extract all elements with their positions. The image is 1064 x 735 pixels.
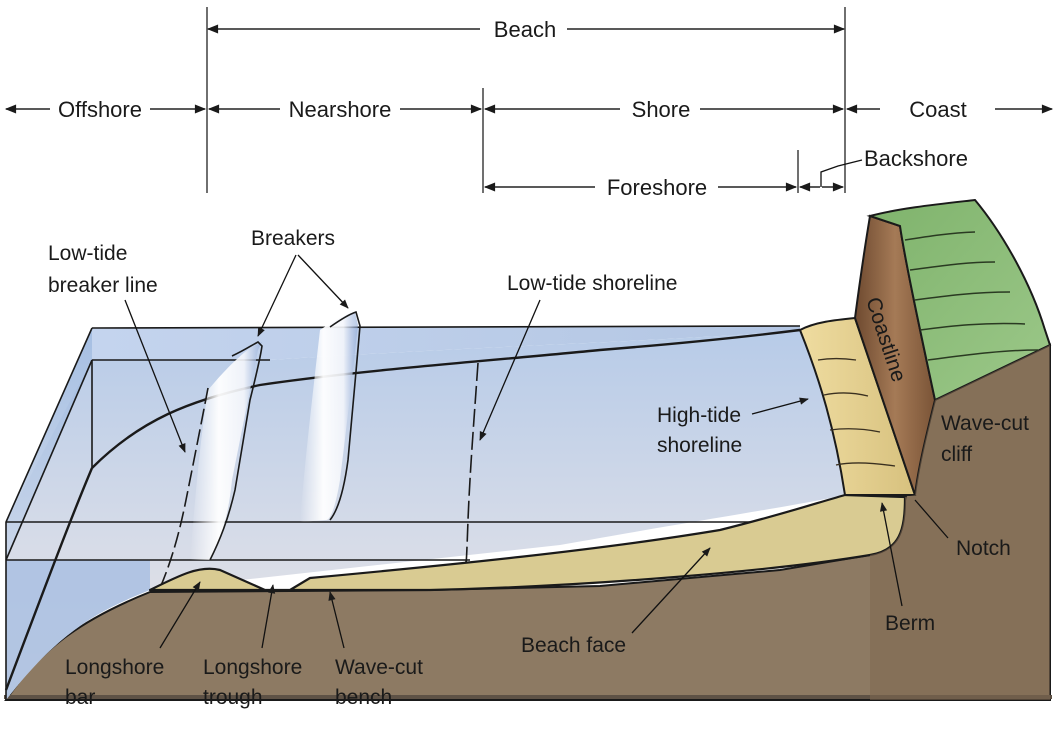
water-side-face	[6, 328, 92, 560]
water-box-left-diagonal	[5, 359, 93, 561]
label-low-tide-shoreline: Low-tide shoreline	[507, 272, 677, 295]
breaker-foam-2	[300, 312, 358, 522]
leader-wave-cut-bench	[328, 591, 345, 649]
block-diagram	[4, 198, 1052, 701]
backshore-leader	[820, 159, 863, 187]
low-tide-front-line	[4, 467, 94, 691]
grass-texture	[904, 231, 1039, 361]
label-longshore-bar: Longshore bar	[65, 656, 170, 709]
leader-low-tide-breaker-line	[124, 299, 186, 453]
label-notch: Notch	[956, 537, 1011, 560]
feature-leaders	[124, 254, 949, 649]
leader-longshore-bar	[159, 581, 201, 649]
low-tide-shoreline-dashed	[465, 362, 479, 564]
sand-layer	[148, 493, 907, 592]
low-tide-surface-line	[91, 328, 801, 469]
leader-beach-face	[631, 547, 711, 634]
label-beach-face: Beach face	[521, 634, 626, 657]
bedrock-bottom-edge	[4, 695, 1052, 699]
leader-longshore-trough	[261, 584, 276, 649]
beach-sand-wall	[798, 316, 917, 496]
zone-label-offshore: Offshore	[58, 97, 142, 122]
zone-dimension-lines	[4, 7, 1054, 193]
zone-label-coast: Coast	[909, 97, 966, 122]
label-wave-cut-bench: Wave-cut bench	[335, 656, 429, 709]
leader-low-tide-shoreline	[479, 299, 541, 441]
breaker-foam-1	[190, 342, 262, 560]
zone-label-backshore: Backshore	[864, 146, 968, 171]
water-top-surface	[92, 326, 800, 360]
label-breakers: Breakers	[251, 227, 335, 250]
breaker-crest-1	[209, 341, 263, 561]
low-tide-breaker-dashed-line	[159, 387, 209, 589]
leader-notch	[914, 499, 949, 539]
zone-label-beach: Beach	[494, 17, 556, 42]
leader-berm	[879, 502, 903, 607]
label-low-tide-breaker-line: Low-tide breaker line	[48, 242, 158, 297]
sand-wall-texture	[817, 357, 896, 467]
label-berm: Berm	[885, 612, 935, 635]
wave-cut-cliff-front	[870, 345, 1050, 700]
breaker-crest-2	[329, 310, 361, 521]
leader-breakers-2	[297, 254, 349, 309]
zone-label-foreshore: Foreshore	[607, 175, 707, 200]
leader-breakers-1	[257, 254, 297, 337]
leader-high-tide-shoreline	[751, 397, 809, 415]
label-longshore-trough: Longshore trough	[203, 656, 308, 709]
zone-label-shore: Shore	[632, 97, 691, 122]
label-high-tide-shoreline: High-tide shoreline	[657, 404, 747, 457]
label-wave-cut-cliff: Wave-cut cliff	[941, 412, 1035, 466]
grass-top	[866, 198, 1052, 402]
zone-label-nearshore: Nearshore	[289, 97, 392, 122]
water-box-top-back-edge	[91, 325, 801, 329]
